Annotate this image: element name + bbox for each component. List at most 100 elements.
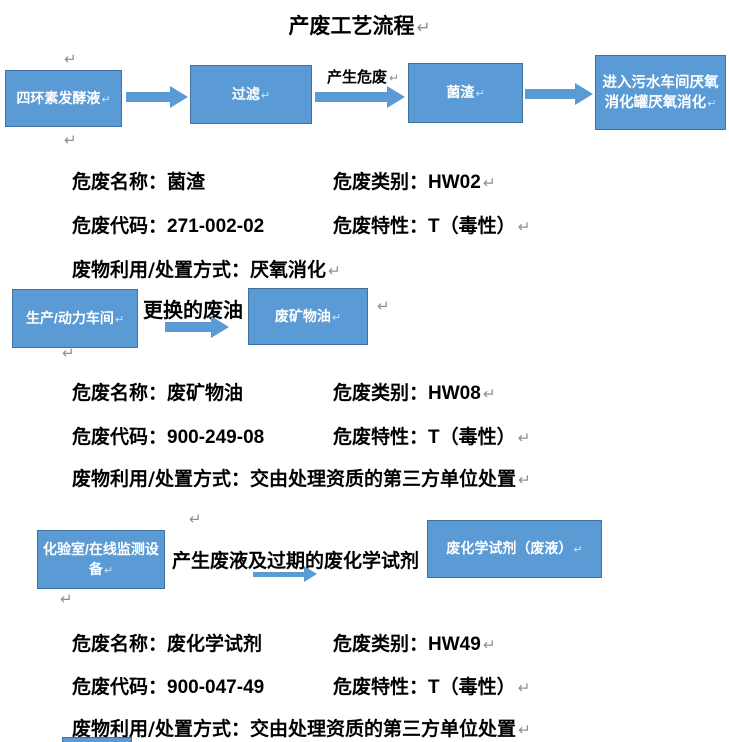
paragraph-mark: ↵: [377, 297, 390, 315]
paragraph-mark: ↵: [482, 385, 496, 403]
flow2-box-waste-mineral-oil: 废矿物油↵: [248, 288, 368, 345]
flow1-arrow-2: [315, 86, 405, 108]
arrow-shaft: [253, 571, 304, 577]
hw-category-value: HW02: [428, 172, 481, 193]
hw-disposal-label: 废物利用/处置方式：: [72, 259, 250, 281]
hw-property-value: T（毒性）: [428, 216, 516, 237]
paragraph-mark: ↵: [64, 50, 77, 68]
flow1-arrow-3: [525, 83, 593, 105]
hw-code-value: 900-047-49: [167, 677, 265, 698]
paragraph-mark: ↵: [482, 636, 496, 654]
arrow-head-icon: [170, 86, 188, 108]
hw-name-label: 危废名称：: [72, 382, 168, 404]
flow2-box1-label: 生产/动力车间: [25, 309, 114, 326]
hw-category-value: HW49: [428, 634, 481, 655]
hw-disposal-value: 厌氧消化: [249, 259, 326, 281]
flow1-box-anaerobic-digestion: 进入污水车间厌氧消化罐厌氧消化↵: [595, 55, 726, 130]
hw-property-value: T（毒性）: [428, 427, 516, 448]
paragraph-mark: ↵: [475, 87, 485, 101]
flow1-arrow-label: 产生危废↵: [327, 66, 399, 87]
hw-category-value: HW08: [428, 383, 481, 404]
arrow-shaft: [165, 322, 211, 332]
section1-name-row: 危废名称：菌渣 危废类别：HW02↵: [0, 167, 729, 193]
arrow-head-icon: [211, 316, 229, 338]
arrow-shaft: [315, 92, 387, 102]
paragraph-mark: ↵: [260, 88, 271, 102]
hw-name-label: 危废名称：: [72, 171, 168, 193]
flow1-box-filter: 过滤↵: [190, 65, 312, 124]
arrow-head-icon: [387, 86, 405, 108]
paragraph-mark: ↵: [517, 429, 531, 447]
flow3-box-laboratory-monitoring: 化验室/在线监测设备↵: [37, 530, 165, 589]
page-title-text: 产废工艺流程: [288, 13, 415, 38]
flow3-box1-label: 化验室/在线监测设备: [43, 541, 159, 577]
paragraph-mark: ↵: [707, 96, 717, 110]
section1-code-row: 危废代码：271-002-02 危废特性：T（毒性）↵: [0, 211, 729, 237]
paragraph-mark: ↵: [64, 131, 77, 149]
paragraph-mark: ↵: [189, 510, 202, 528]
section2-name-row: 危废名称：废矿物油 危废类别：HW08↵: [0, 378, 729, 404]
flow1-box-fermentation-liquid: 四环素发酵液↵: [5, 70, 122, 127]
page-title: 产废工艺流程↵: [0, 10, 719, 40]
hw-property-label: 危废特性：: [333, 676, 429, 698]
next-flow-box-partial: [62, 737, 132, 742]
hw-code-label: 危废代码：: [72, 426, 168, 448]
flow2-box-power-workshop: 生产/动力车间↵: [12, 289, 138, 348]
hw-name-value: 废化学试剂: [167, 634, 263, 655]
flow1-arrow-label-text: 产生危废: [327, 68, 388, 86]
flow3-arrow: [253, 566, 317, 582]
hw-property-value: T（毒性）: [428, 677, 516, 698]
hw-disposal-value: 交由处理资质的第三方单位处置: [249, 718, 516, 740]
flow3-box2-label: 废化学试剂（废液）: [446, 540, 573, 557]
flow1-box2-label: 过滤: [231, 85, 260, 102]
paragraph-mark: ↵: [101, 92, 111, 106]
paragraph-mark: ↵: [60, 590, 73, 608]
arrow-shaft: [126, 92, 170, 102]
paragraph-mark: ↵: [62, 344, 75, 362]
paragraph-mark: ↵: [327, 262, 341, 280]
paragraph-mark: ↵: [416, 17, 431, 37]
flow2-arrow: [165, 316, 229, 338]
flow1-box1-label: 四环素发酵液: [16, 89, 101, 106]
flow1-box3-label: 菌渣: [446, 84, 475, 101]
section3-disposal-row: 废物利用/处置方式：交由处理资质的第三方单位处置↵: [0, 714, 729, 740]
flow3-arrow-label: 产生废液及过期的废化学试剂: [172, 546, 419, 573]
paragraph-mark: ↵: [103, 563, 114, 577]
paragraph-mark: ↵: [573, 543, 583, 557]
hw-disposal-label: 废物利用/处置方式：: [72, 468, 250, 490]
paragraph-mark: ↵: [482, 174, 496, 192]
paragraph-mark: ↵: [517, 218, 531, 236]
flow1-box4-label: 进入污水车间厌氧消化罐厌氧消化: [602, 74, 719, 111]
section2-disposal-row: 废物利用/处置方式：交由处理资质的第三方单位处置↵: [0, 464, 729, 490]
paragraph-mark: ↵: [517, 679, 531, 697]
hw-name-value: 废矿物油: [167, 383, 244, 404]
hw-property-label: 危废特性：: [333, 426, 429, 448]
flow3-arrow-label-text: 产生废液及过期的废化学试剂: [172, 550, 420, 572]
arrow-head-icon: [304, 566, 317, 582]
flow3-box-waste-chemical-reagent: 废化学试剂（废液）↵: [427, 520, 602, 578]
hw-disposal-value: 交由处理资质的第三方单位处置: [249, 468, 516, 490]
section2-code-row: 危废代码：900-249-08 危废特性：T（毒性）↵: [0, 422, 729, 448]
hw-category-label: 危废类别：: [333, 171, 429, 193]
section3-name-row: 危废名称：废化学试剂 危废类别：HW49↵: [0, 629, 729, 655]
paragraph-mark: ↵: [389, 71, 400, 85]
flow2-box2-label: 废矿物油: [274, 307, 331, 324]
hw-code-label: 危废代码：: [72, 215, 168, 237]
hw-code-value: 900-249-08: [167, 427, 265, 448]
flow1-arrow-1: [126, 86, 188, 108]
paragraph-mark: ↵: [517, 721, 531, 739]
arrow-shaft: [525, 89, 575, 99]
flow1-box-fungus-residue: 菌渣↵: [408, 63, 523, 123]
hw-code-value: 271-002-02: [167, 216, 265, 237]
hw-name-label: 危废名称：: [72, 633, 168, 655]
paragraph-mark: ↵: [114, 312, 125, 326]
hw-name-value: 菌渣: [167, 172, 206, 193]
paragraph-mark: ↵: [517, 471, 531, 489]
hw-code-label: 危废代码：: [72, 676, 168, 698]
hw-category-label: 危废类别：: [333, 382, 429, 404]
paragraph-mark: ↵: [331, 310, 342, 324]
section1-disposal-row: 废物利用/处置方式：厌氧消化↵: [0, 255, 729, 281]
hw-category-label: 危废类别：: [333, 633, 429, 655]
hw-property-label: 危废特性：: [333, 215, 429, 237]
